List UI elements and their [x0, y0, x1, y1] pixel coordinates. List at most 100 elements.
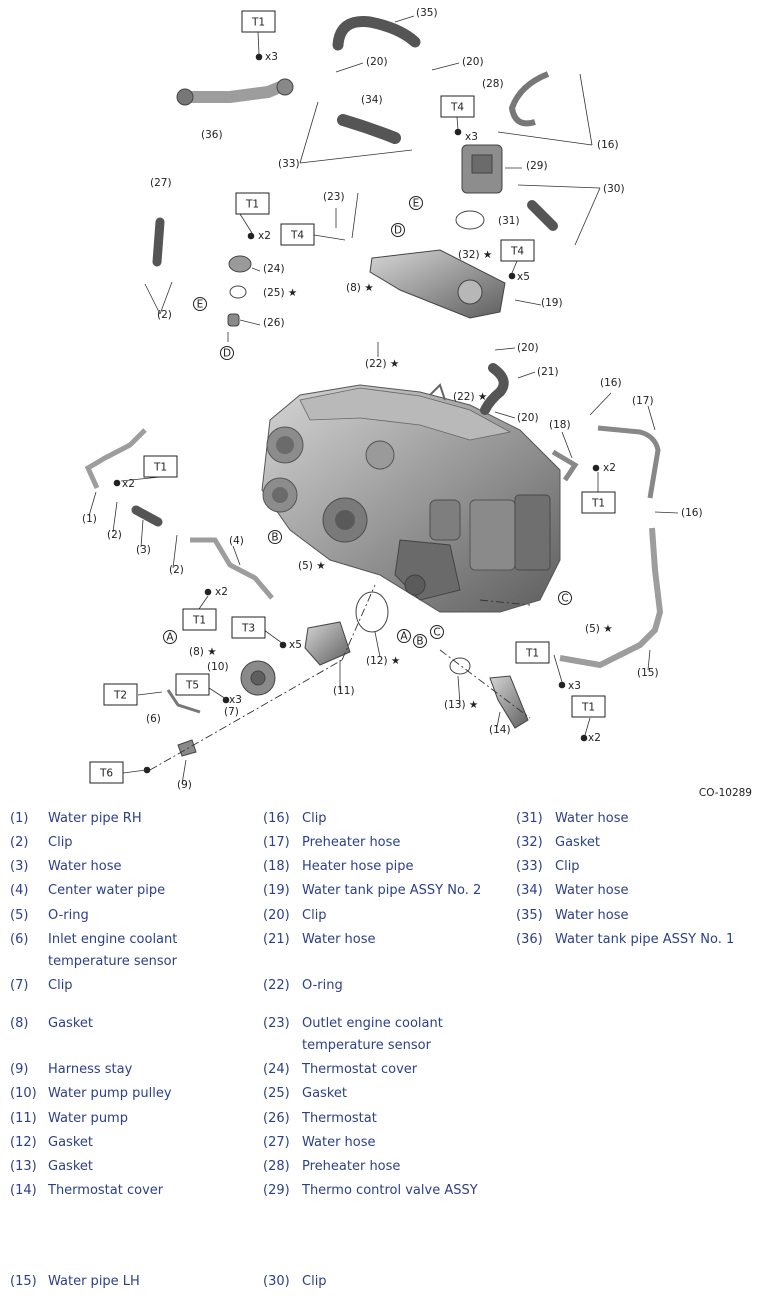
legend-part-number: (31) — [516, 811, 543, 826]
legend-part-number: (2) — [10, 835, 29, 850]
legend-part-number: (3) — [10, 859, 29, 874]
quantity-multiplier: x5 — [289, 639, 302, 651]
part-callout: (3) — [136, 544, 151, 556]
quantity-multiplier: x2 — [258, 230, 271, 242]
leader-layer — [88, 15, 679, 785]
bolt-icon — [247, 232, 255, 240]
part-callout: (15) — [637, 667, 659, 679]
leader-line — [313, 234, 346, 241]
part-callout: (28) — [482, 78, 504, 90]
part-callout: (7) — [224, 706, 239, 718]
legend-part-number: (19) — [263, 883, 290, 898]
leader-line — [457, 675, 461, 705]
legend-part-name: Clip — [48, 978, 73, 993]
legend-part-name: Water pipe LH — [48, 1274, 140, 1289]
leader-line — [137, 691, 163, 696]
torque-spec-label: T3 — [241, 623, 255, 635]
part-callout: (29) — [526, 160, 548, 172]
part-callout: (25) ★ — [263, 287, 297, 299]
part-callout: (8) ★ — [189, 646, 217, 658]
engine-block — [261, 383, 561, 613]
torque-spec-label: T1 — [192, 615, 206, 627]
leader-line — [159, 281, 173, 315]
bolt-layer — [113, 53, 600, 774]
legend-part-name: Water tank pipe ASSY No. 1 — [555, 932, 735, 947]
leader-line — [511, 260, 518, 274]
part-callout: (10) — [207, 661, 229, 673]
legend-part-name: Preheater hose — [302, 835, 401, 850]
legend-part-name: Gasket — [302, 1086, 347, 1101]
torque-spec-label: T1 — [251, 17, 265, 29]
leader-line — [263, 629, 283, 644]
legend-part-number: (13) — [10, 1159, 37, 1174]
bolt-icon — [558, 681, 566, 689]
torque-spec-label: T1 — [245, 199, 259, 211]
part-shapes — [84, 15, 664, 757]
part-callout: (19) — [541, 297, 563, 309]
legend-part-number: (34) — [516, 883, 543, 898]
legend-part-name: Water hose — [302, 1135, 376, 1150]
torque-spec-label: T6 — [99, 768, 113, 780]
legend-part-name: Thermostat — [302, 1111, 377, 1126]
legend-part-name: Thermostat cover — [302, 1062, 418, 1077]
bolt-icon — [508, 272, 516, 280]
leader-line — [431, 62, 460, 71]
callout-layer: (35)(20)(20)(28)(36)(34)(16)(33)(29)(30)… — [82, 7, 703, 791]
part-callout: (2) — [169, 564, 184, 576]
legend-part-number: (11) — [10, 1111, 37, 1126]
leader-line — [553, 654, 563, 683]
legend-part-name: Water hose — [555, 883, 629, 898]
leader-line — [198, 595, 209, 610]
bolt-icon — [255, 53, 263, 61]
part-callout: (11) — [333, 685, 355, 697]
part-callout: (6) — [146, 713, 161, 725]
torque-spec-box: T1 — [571, 695, 606, 718]
legend-part-name: Heater hose pipe — [302, 859, 414, 874]
legend-part-name: Water pump pulley — [48, 1086, 172, 1101]
part-callout: (14) — [489, 724, 511, 736]
quantity-multiplier: x3 — [568, 680, 581, 692]
leader-line — [496, 711, 501, 728]
leader-line — [112, 501, 118, 533]
part-callout: (24) — [263, 263, 285, 275]
torque-spec-label: T1 — [591, 498, 605, 510]
quantity-multiplier: x2 — [603, 462, 616, 474]
bolt-icon — [580, 734, 588, 742]
leader-line — [654, 511, 679, 514]
legend-part-number: (14) — [10, 1183, 37, 1198]
leader-line — [351, 192, 359, 239]
part-callout: (13) ★ — [444, 699, 478, 711]
legend-part-name: Clip — [302, 811, 327, 826]
leader-line — [232, 545, 241, 566]
quantity-multiplier: x2 — [588, 732, 601, 744]
legend-part-number: (4) — [10, 883, 29, 898]
leader-line — [257, 31, 260, 55]
legend-part-number: (10) — [10, 1086, 37, 1101]
leader-line — [394, 15, 415, 23]
alignment-lines — [149, 584, 531, 771]
legend-part-number: (8) — [10, 1016, 29, 1031]
part-callout: (16) — [600, 377, 622, 389]
legend-part-name: O-ring — [302, 978, 343, 993]
connector-letter-marker: A — [163, 630, 177, 644]
leader-line — [574, 187, 601, 246]
part-callout: (31) — [498, 215, 520, 227]
legend-part-number: (27) — [263, 1135, 290, 1150]
part-callout: (21) — [537, 366, 559, 378]
part-callout: (5) ★ — [585, 623, 613, 635]
legend-part-name: Center water pipe — [48, 883, 166, 898]
bolt-icon — [113, 479, 121, 487]
leader-line — [584, 717, 591, 736]
part-callout: (35) — [416, 7, 438, 19]
legend-part-name: O-ring — [48, 908, 89, 923]
connector-letter-marker: C — [430, 625, 444, 639]
legend-part-name: Water hose — [555, 908, 629, 923]
leader-line — [88, 491, 97, 517]
part-callout: (36) — [201, 129, 223, 141]
part-callout: (20) — [462, 56, 484, 68]
legend-part-number: (35) — [516, 908, 543, 923]
legend-part-number: (21) — [263, 932, 290, 947]
